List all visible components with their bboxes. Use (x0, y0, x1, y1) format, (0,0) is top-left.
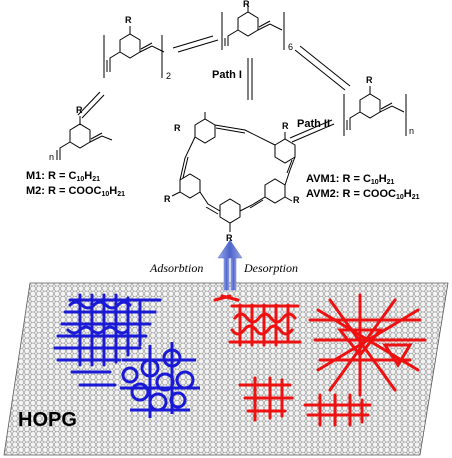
blue-linear-polymer-network (53, 293, 162, 387)
r-label-monomer: R (76, 105, 83, 115)
r-label-ring-1: R (174, 123, 181, 133)
avm2-definition: AVM2: R = COOC10H21 (306, 188, 420, 202)
adsorption-label: Adsorbtion (150, 261, 204, 275)
r-label-right: R (366, 75, 373, 85)
m2-definition: M2: R = COOC10H21 (26, 185, 126, 199)
hopg-label: HOPG (18, 409, 77, 431)
r-label-ring-5: R (226, 233, 233, 243)
red-star-network (308, 293, 427, 397)
r-label-top-left: R (125, 15, 132, 25)
oligomer-bracket-2 (103, 26, 165, 78)
bracket-2-subscript: 2 (166, 71, 172, 81)
avm1-definition: AVM1: R = C10H21 (306, 173, 395, 187)
bracket-n-subscript: n (409, 126, 415, 136)
red-linear-polymer-cluster (213, 294, 302, 347)
path-2-label: Path II (297, 118, 331, 130)
m1-definition: M1: R = C10H21 (26, 170, 100, 184)
r-label-ring-2: R (282, 121, 289, 131)
oligomer-bracket-6 (221, 4, 285, 50)
monomer-n-label: n (49, 152, 55, 162)
macrocycle-structure (171, 112, 296, 232)
bracket-6-subscript: 6 (288, 42, 294, 52)
r-label-top-center: R (243, 0, 250, 9)
path-1-label: Path I (212, 69, 242, 81)
red-small-clusters (238, 376, 372, 427)
r-label-ring-3: R (164, 194, 171, 204)
monomer-structure (56, 116, 113, 160)
desorption-label: Desorption (244, 261, 298, 275)
oligomer-bracket-n (343, 86, 407, 136)
equilibrium-arrows (77, 35, 351, 143)
blue-cyclic-network (120, 342, 200, 418)
adsorption-desorption-arrow (217, 239, 243, 291)
r-label-ring-4: R (293, 195, 300, 205)
